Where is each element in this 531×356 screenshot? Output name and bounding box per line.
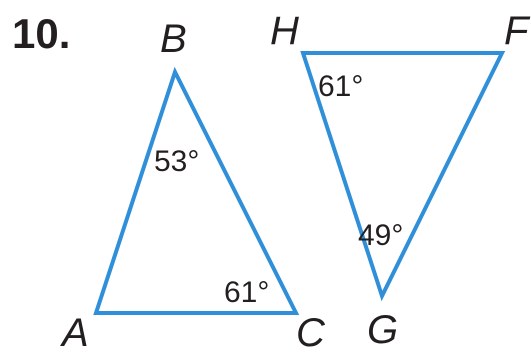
angle-label-g: 49° [358,219,403,252]
vertex-label-g: G [367,308,398,352]
vertex-label-b: B [160,17,187,61]
triangle-hfg [300,51,506,302]
triangle-abc [93,66,300,315]
vertex-label-c: C [296,311,326,355]
problem-number: 10. [12,10,70,57]
vertex-label-h: H [270,9,299,53]
vertex-label-a: A [60,311,89,355]
angle-label-h: 61° [318,70,363,103]
vertex-label-f: F [504,9,531,53]
angle-label-b: 53° [154,145,199,178]
angle-label-c: 61° [224,276,269,309]
